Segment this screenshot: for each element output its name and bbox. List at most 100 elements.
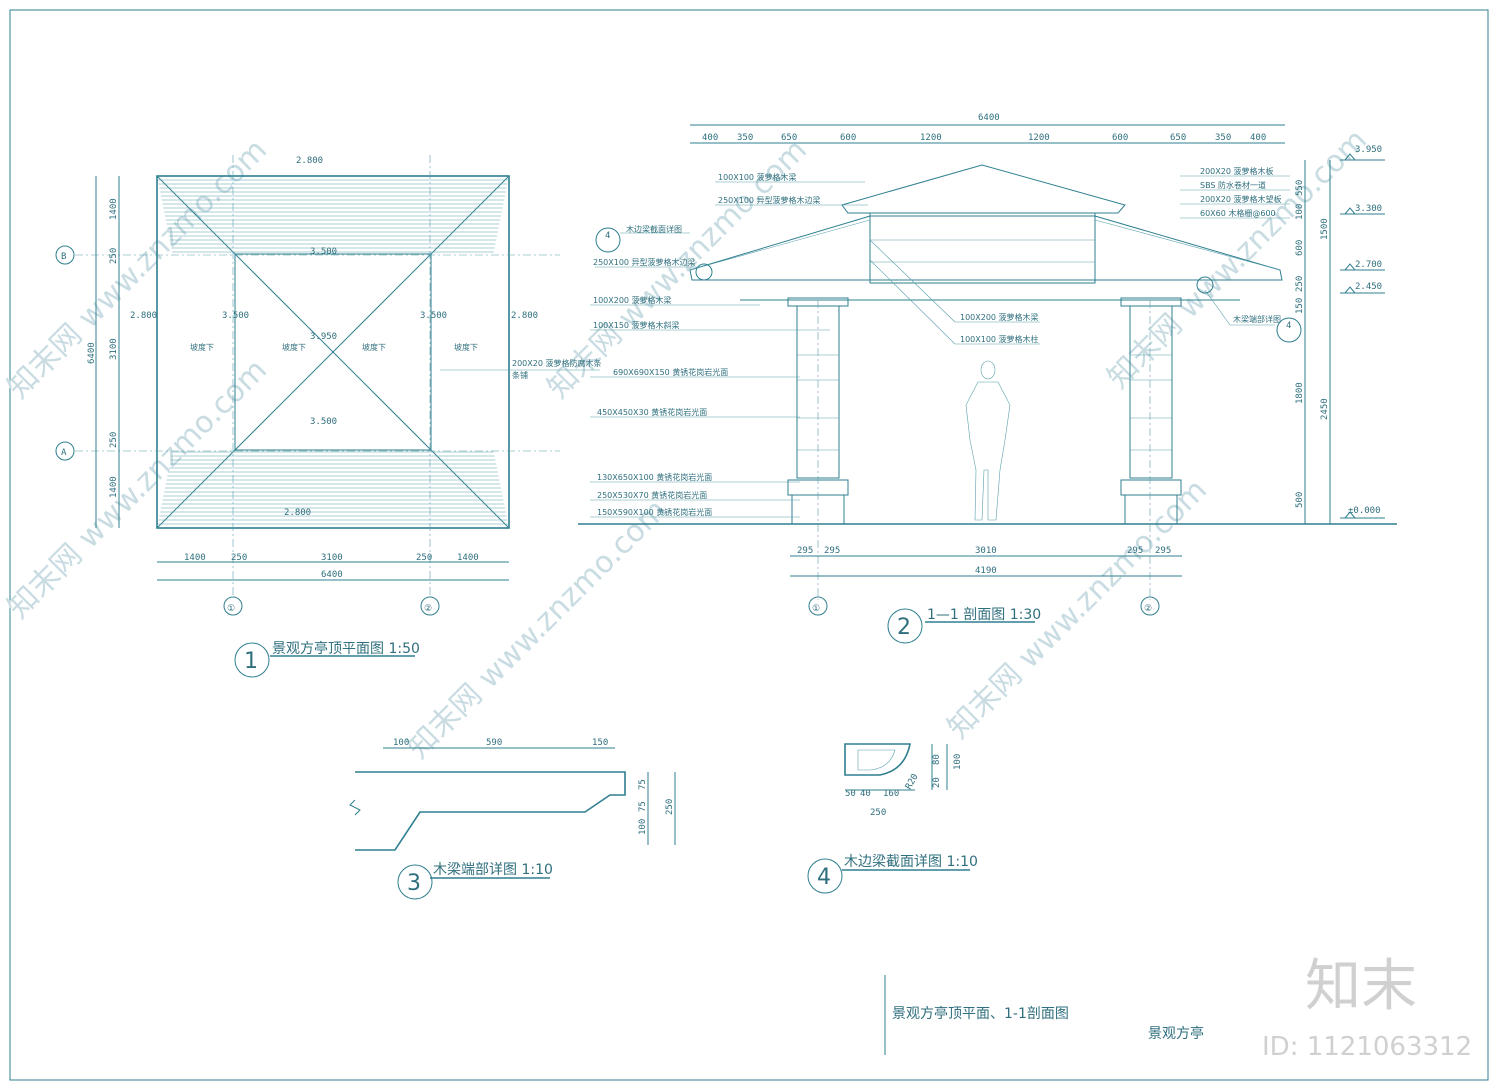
axis-label: A <box>61 448 67 458</box>
dimension-label: 600 <box>840 133 856 143</box>
axis-bubble <box>420 596 440 616</box>
dimension-label: 4190 <box>975 566 997 576</box>
dimension-label: 6400 <box>978 113 1000 123</box>
dimension-label: 295 <box>1127 546 1143 556</box>
elevation-label: 2.800 <box>296 156 323 166</box>
elevation-label: 2.450 <box>1355 282 1382 292</box>
dimension-label: 3100 <box>321 553 343 563</box>
material-note: 木梁端部详图 <box>1233 314 1281 324</box>
dimension-label: 150 <box>592 738 608 748</box>
drawing-title: 木边梁截面详图 1:10 <box>844 854 978 870</box>
elevation-label: ±0.000 <box>1348 506 1381 516</box>
upper-roof <box>841 164 1126 214</box>
watermark-layer: 知末网 www.znzmo.com 知末网 www.znzmo.com 知末网 … <box>1 123 1374 766</box>
callout-number: 4 <box>1286 321 1291 331</box>
title-bubble <box>234 642 270 678</box>
material-note: 100X100 菠萝格木梁 <box>718 172 797 182</box>
dimension-label: 250 <box>416 553 432 563</box>
dimension-label: 650 <box>781 133 797 143</box>
axis-label: ① <box>812 604 820 614</box>
dimension-label: 250 <box>665 799 675 815</box>
watermark-text: 知末网 www.znzmo.com <box>401 493 674 766</box>
project-name: 景观方亭 <box>1148 1025 1204 1042</box>
axis-bubble <box>223 596 243 616</box>
column-right <box>1129 305 1173 479</box>
dimension-label: 150 <box>1295 298 1305 314</box>
edge-beam-section: 50 40 160 250 R20 80 20 100 4 木边梁截面详图 1:… <box>807 743 978 894</box>
elevation-label: 3.300 <box>1355 204 1382 214</box>
dimension-label: 6400 <box>321 570 343 580</box>
material-note: 条铺 <box>512 370 528 380</box>
roof-plan: 2.800 3.500 3.950 3.500 2.800 2.800 3.50… <box>55 155 601 678</box>
title-number: 4 <box>817 865 831 890</box>
axis-bubble <box>55 441 75 461</box>
watermark-text: 知末网 www.znzmo.com <box>1 353 274 626</box>
dimension-label: 1500 <box>1320 218 1330 240</box>
dimension-label: 20 <box>932 777 942 788</box>
title-block: 景观方亭顶平面、1-1剖面图 景观方亭 <box>884 975 1204 1055</box>
elevation-label: 2.800 <box>130 311 157 321</box>
dimension-label: 500 <box>1295 492 1305 508</box>
beam-end-detail: 100 590 150 75 75 100 250 3 木梁端部详图 1:10 <box>349 738 676 900</box>
dimension-label: 6400 <box>87 342 97 364</box>
dimension-label: 1400 <box>457 553 479 563</box>
dimension-label: 350 <box>1215 133 1231 143</box>
dimension-label: 100 <box>638 819 648 835</box>
material-note: SBS 防水卷材一道 <box>1200 180 1266 190</box>
dimension-label: 400 <box>1250 133 1266 143</box>
elevation-label: 3.500 <box>310 417 337 427</box>
dimension-label: 40 <box>860 789 871 799</box>
material-note: 450X450X30 黄锈花岗岩光面 <box>597 407 707 417</box>
elevation-label: 3.500 <box>310 247 337 257</box>
dimension-label: 1400 <box>109 198 119 220</box>
dimension-label: 350 <box>737 133 753 143</box>
sheet-frame <box>9 9 1489 1081</box>
dimension-label: 2450 <box>1320 398 1330 420</box>
material-note: 200X20 菠萝格防腐木条 <box>512 358 601 368</box>
lower-roof <box>689 215 1283 281</box>
drawing-title: 木梁端部详图 1:10 <box>433 862 553 878</box>
dimension-label: 100 <box>1295 204 1305 220</box>
material-note: 250X100 异型菠萝格木边梁 <box>593 257 696 267</box>
dimension-label: 250 <box>1295 276 1305 292</box>
slope-label: 坡度下 <box>282 342 306 352</box>
watermark-id: ID: 1121063312 <box>1262 1032 1472 1062</box>
drawing-title: 1—1 剖面图 1:30 <box>927 607 1041 623</box>
dimension-label: 600 <box>1295 240 1305 256</box>
title-number: 2 <box>897 615 911 640</box>
dimension-label: 1200 <box>1028 133 1050 143</box>
dimension-label: 650 <box>1170 133 1186 143</box>
slope-label: 坡度下 <box>454 342 478 352</box>
material-note: 200X20 菠萝格木板 <box>1200 166 1273 176</box>
dimension-label: 590 <box>486 738 502 748</box>
axis-bubble <box>55 245 75 265</box>
material-note: 60X60 木格栅@600 <box>1200 208 1276 218</box>
slope-label: 坡度下 <box>190 342 214 352</box>
dimension-label: 400 <box>702 133 718 143</box>
material-note: 250X100 异型菠萝格木边梁 <box>718 195 821 205</box>
elevation-label: 3.500 <box>222 311 249 321</box>
section-1-1: 6400 400 350 650 600 1200 1200 600 650 3… <box>578 113 1397 644</box>
dimension-label: 600 <box>1112 133 1128 143</box>
material-note: 250X530X70 黄锈花岗岩光面 <box>597 490 707 500</box>
dimension-label: 50 <box>845 789 856 799</box>
dimension-label: 250 <box>109 248 119 264</box>
material-note: 100X200 菠萝格木梁 <box>960 312 1039 322</box>
dimension-label: 1400 <box>109 476 119 498</box>
dimension-label: 80 <box>932 754 942 765</box>
dimension-label: 100 <box>393 738 409 748</box>
elevation-label: 3.950 <box>310 332 337 342</box>
dimension-label: 75 <box>638 801 648 812</box>
dimension-label: 295 <box>824 546 840 556</box>
material-note: 200X20 菠萝格木望板 <box>1200 194 1281 204</box>
inner-roof-outline <box>234 253 432 451</box>
dimension-label: 100 <box>953 754 963 770</box>
material-note: 690X690X150 黄锈花岗岩光面 <box>613 367 728 377</box>
dimension-label: 250 <box>231 553 247 563</box>
material-note: 130X650X100 黄锈花岗岩光面 <box>597 472 712 482</box>
sheet-title: 景观方亭顶平面、1-1剖面图 <box>892 1005 1069 1022</box>
dimension-label: 295 <box>1155 546 1171 556</box>
dimension-label: 1400 <box>184 553 206 563</box>
material-note: 100X200 菠萝格木梁 <box>593 295 672 305</box>
